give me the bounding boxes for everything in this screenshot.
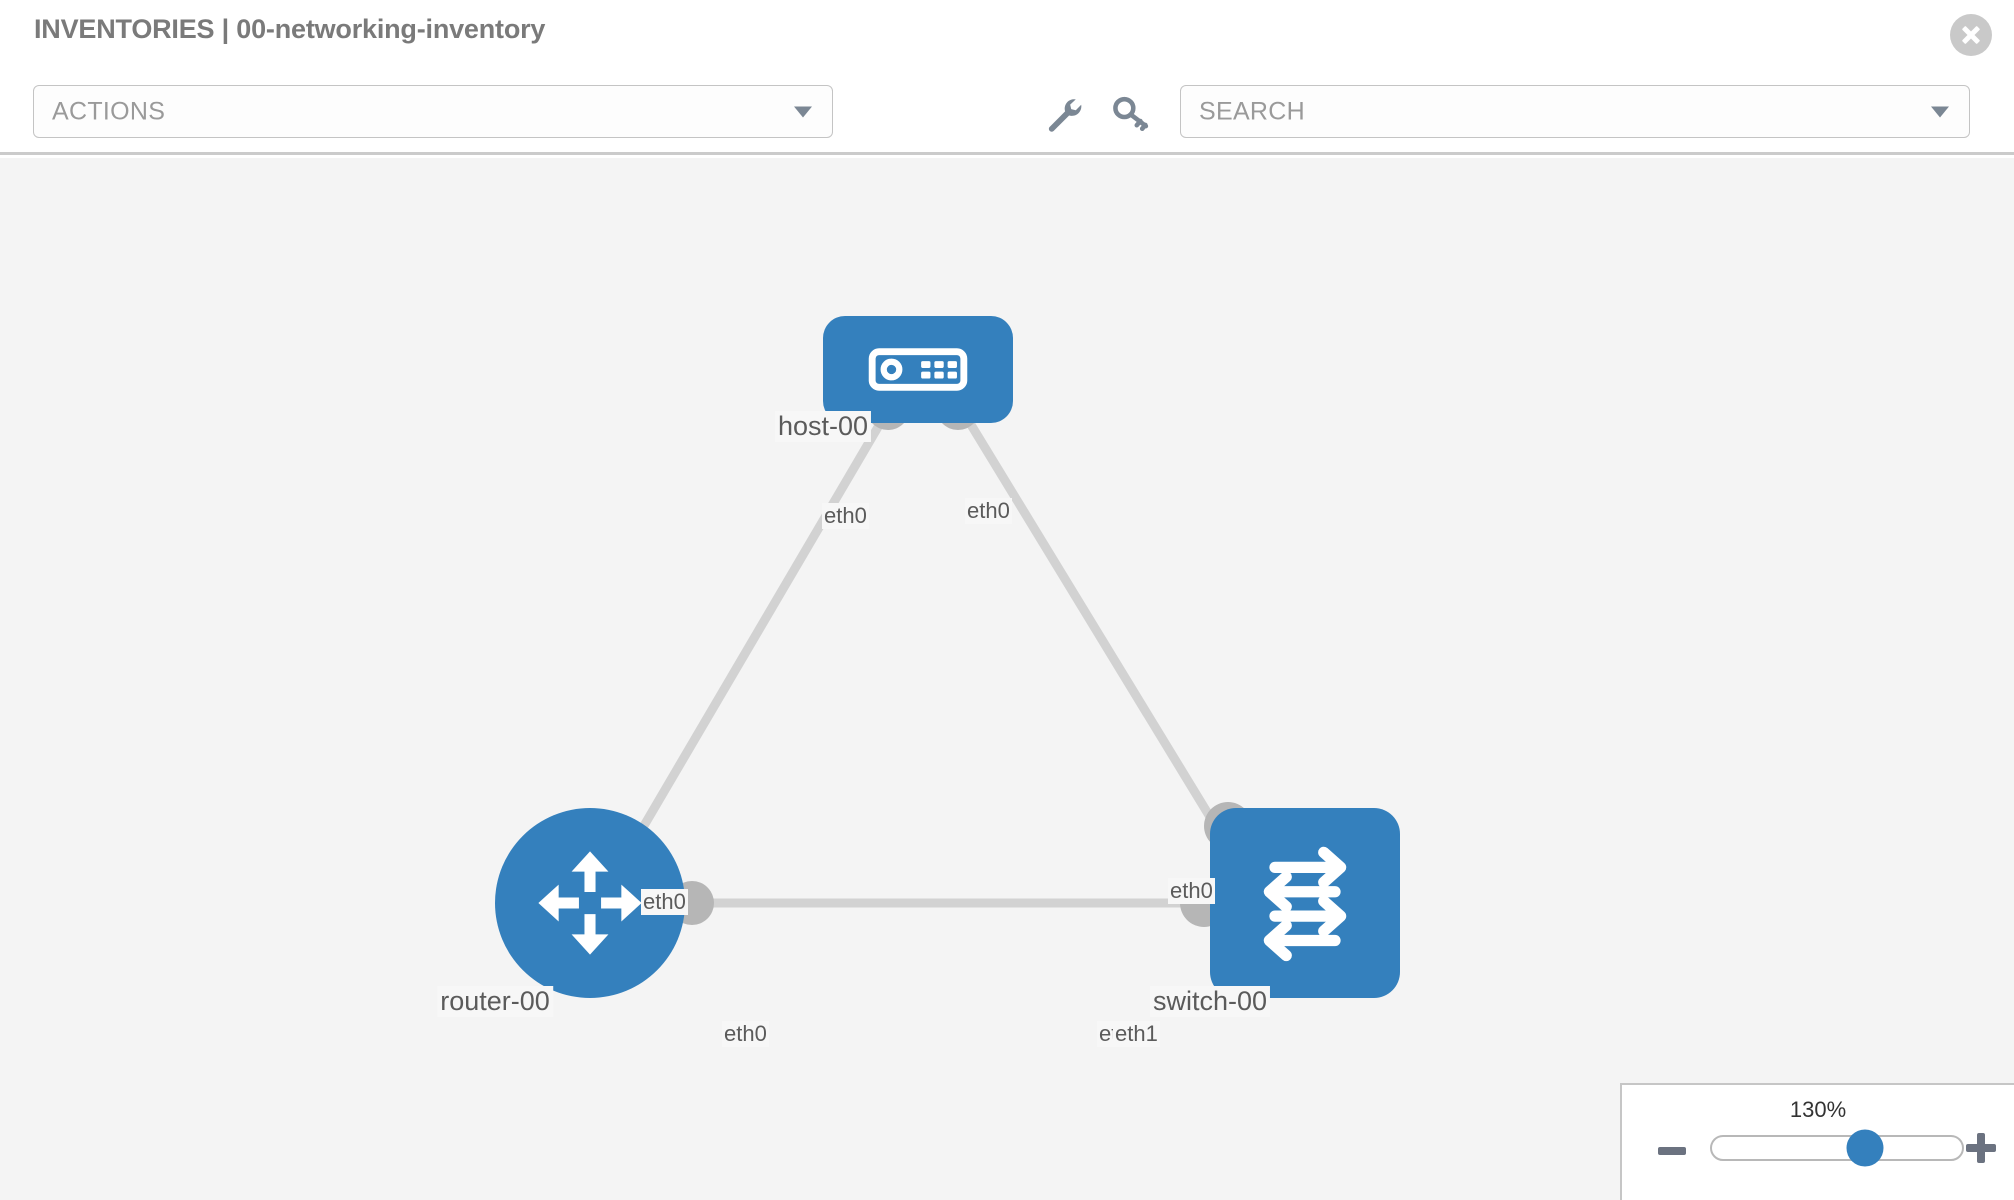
search-placeholder: SEARCH — [1199, 97, 1305, 125]
port-label-router-right: eth0 — [722, 1021, 769, 1047]
zoom-out-button[interactable] — [1658, 1147, 1686, 1155]
port-label-router-upper: eth0 — [641, 889, 688, 915]
close-icon[interactable] — [1950, 14, 1992, 56]
actions-dropdown-label: ACTIONS — [52, 97, 166, 125]
zoom-in-button[interactable] — [1966, 1133, 1996, 1163]
port-label-host-left: eth0 — [822, 503, 869, 529]
port-label-host-right: eth0 — [965, 498, 1012, 524]
port-label-switch-left-b: eth1 — [1113, 1021, 1160, 1047]
page-header: INVENTORIES | 00-networking-inventory — [0, 0, 2014, 70]
chevron-down-icon — [794, 106, 812, 117]
zoom-slider[interactable] — [1710, 1129, 1964, 1167]
chevron-down-icon — [1931, 106, 1949, 117]
node-label-host: host-00 — [774, 411, 872, 442]
node-label-switch: switch-00 — [1149, 986, 1271, 1017]
key-icon[interactable] — [1110, 92, 1152, 134]
router-arrows-icon — [538, 851, 642, 955]
link-host-switch — [958, 407, 1239, 861]
host-node-shape[interactable] — [823, 316, 1013, 423]
zoom-slider-thumb[interactable] — [1846, 1129, 1883, 1167]
switch-node-shape[interactable] — [1210, 808, 1400, 998]
node-label-router: router-00 — [437, 986, 553, 1017]
link-host-router — [621, 407, 892, 861]
page-title: INVENTORIES | 00-networking-inventory — [34, 14, 546, 44]
topology-links — [621, 386, 1252, 927]
zoom-level-label: 130% — [1789, 1097, 1847, 1122]
toolbar: ACTIONS SEARCH — [0, 70, 2014, 155]
zoom-control-panel: 130% — [1620, 1083, 2014, 1200]
server-icon — [868, 348, 968, 391]
switch-arrows-icon — [1263, 846, 1347, 962]
search-input[interactable]: SEARCH — [1180, 85, 1970, 138]
port-label-switch-upper: eth0 — [1168, 878, 1215, 904]
actions-dropdown[interactable]: ACTIONS — [33, 85, 833, 138]
topology-canvas[interactable]: host-00 router-00 — [0, 158, 2014, 1200]
wrench-icon[interactable] — [1042, 92, 1084, 134]
